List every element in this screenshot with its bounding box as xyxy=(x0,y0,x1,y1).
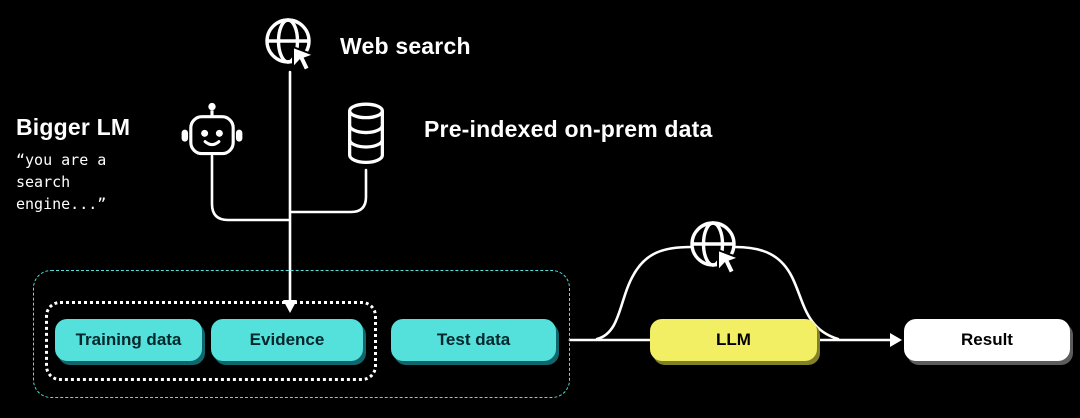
robot-icon xyxy=(177,100,247,174)
evidence-node: Evidence xyxy=(211,319,363,361)
bigger-lm-quote: “you are a search engine...” xyxy=(16,151,107,213)
cursor-pointer-icon xyxy=(292,45,317,73)
database-icon xyxy=(341,100,391,168)
cursor-pointer-icon xyxy=(717,248,742,276)
web-search-label: Web search xyxy=(340,33,471,59)
pre-indexed-data-label: Pre-indexed on-prem data xyxy=(424,116,713,142)
pipeline-group-border xyxy=(33,270,570,398)
training-data-node: Training data xyxy=(55,319,202,361)
llm-node: LLM xyxy=(650,319,817,361)
training-evidence-group-border xyxy=(45,301,377,381)
web-search-icon xyxy=(258,12,322,76)
llm-web-search-icon xyxy=(683,215,747,279)
arrowhead-into-result xyxy=(890,333,902,347)
test-data-node: Test data xyxy=(391,319,556,361)
result-node: Result xyxy=(904,319,1070,361)
bigger-lm-label: Bigger LM xyxy=(16,114,131,140)
wire-database-to-evidence xyxy=(289,168,368,214)
